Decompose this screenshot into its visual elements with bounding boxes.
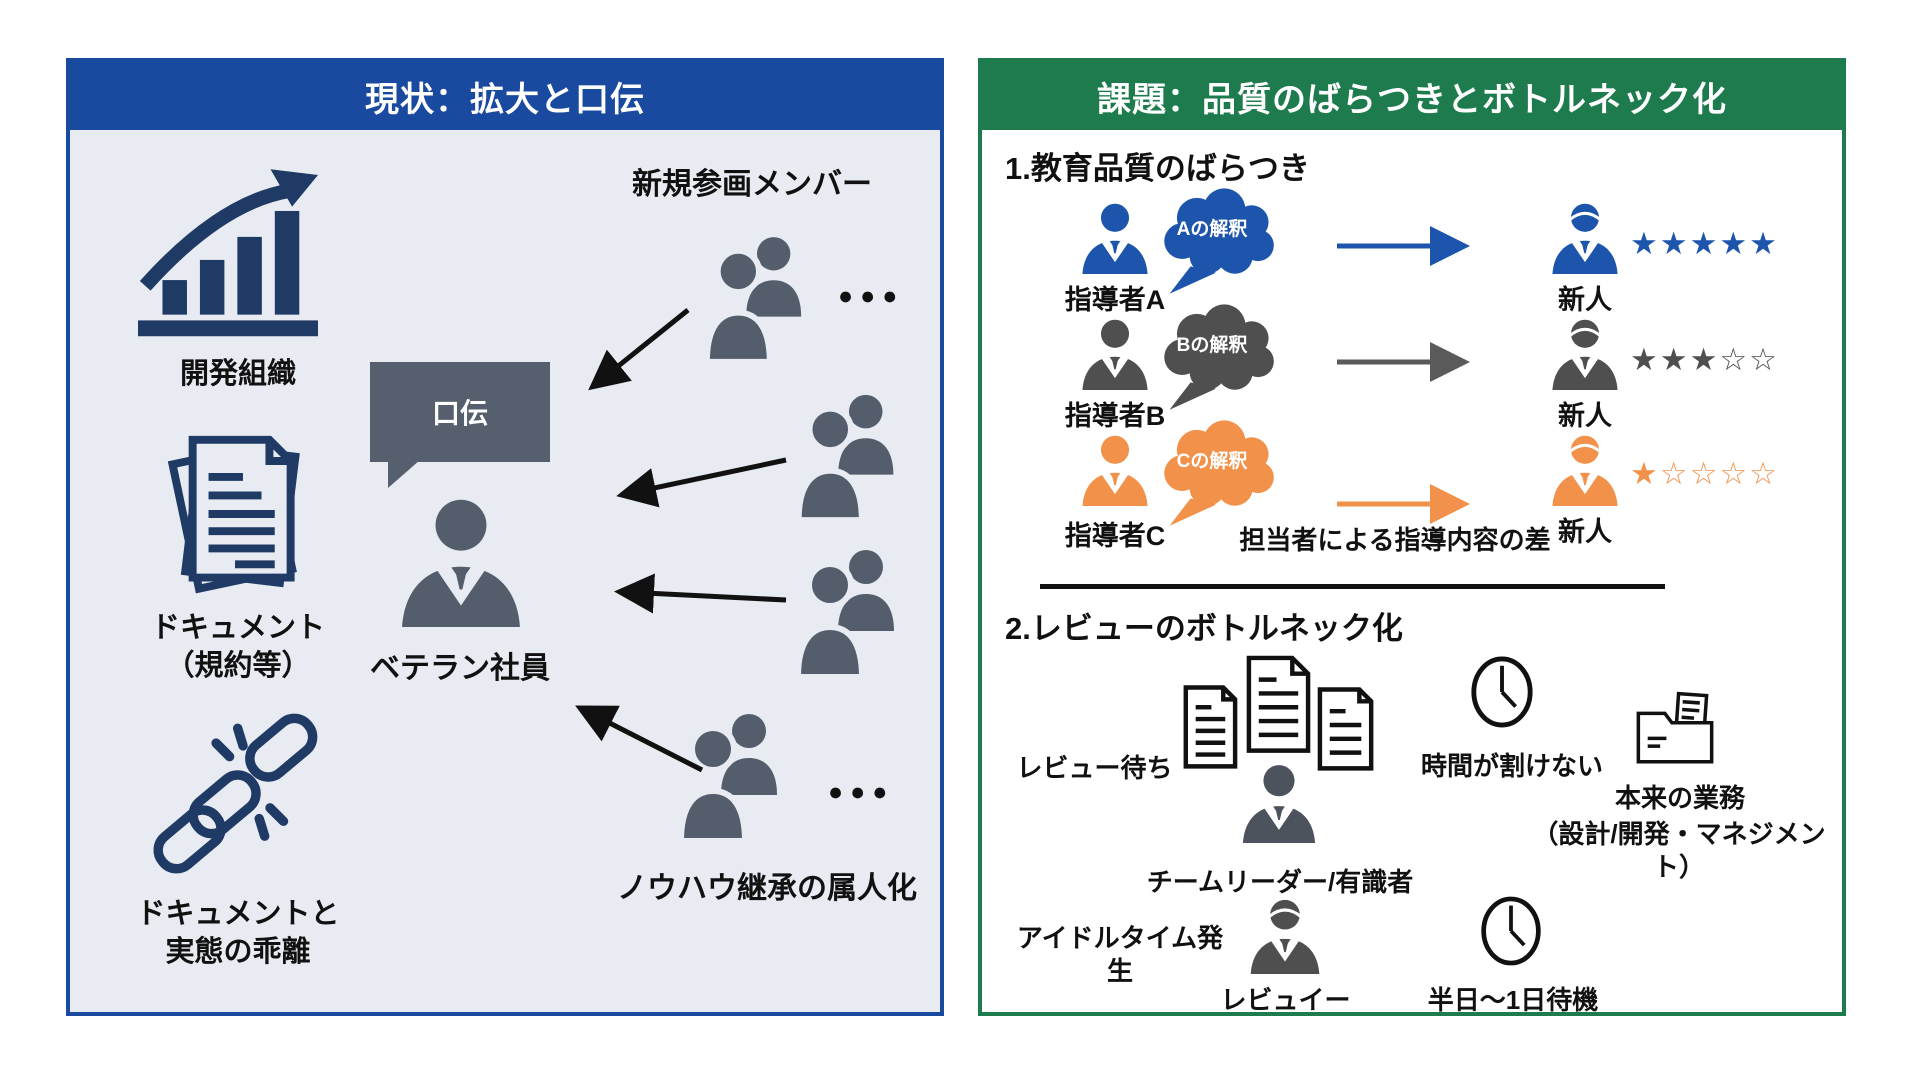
review-wait-label: レビュー待ち <box>1016 753 1173 783</box>
oral-tradition-label: 口伝 <box>431 398 488 429</box>
broken-chain-icon <box>146 700 328 882</box>
clock-icon-no-time <box>1468 650 1536 734</box>
idle-time-label: アイドルタイム発生 <box>1016 923 1224 986</box>
novice-b-icon <box>1548 312 1622 394</box>
novice-c-icon <box>1548 428 1622 510</box>
novice-c-label: 新人 <box>1558 517 1612 547</box>
folder-document-icon <box>1632 690 1718 768</box>
reviewee-icon <box>1246 886 1324 984</box>
wait-time-label: 半日〜1日待機 <box>1427 985 1599 1015</box>
growth-chart-icon <box>128 162 328 342</box>
team-leader-icon <box>1238 750 1320 854</box>
instructor-a-icon <box>1078 196 1152 278</box>
instructor-c-icon <box>1078 428 1152 510</box>
rating-stars-a: ★★★★★ <box>1630 226 1779 261</box>
oral-tradition-bubble-tail <box>388 460 420 488</box>
knowhow-label: ノウハウ継承の属人化 <box>617 872 917 905</box>
clock-icon-wait <box>1478 890 1544 972</box>
no-time-label: 時間が割けない <box>1420 751 1603 781</box>
document-label-line1: ドキュメント <box>150 612 325 644</box>
instruction-gap-note: 担当者による指導内容の差 <box>1239 525 1551 555</box>
novice-a-icon <box>1548 196 1622 278</box>
main-work-note: （設計/開発・マネジメント） <box>1532 819 1826 882</box>
rating-stars-c: ★☆☆☆☆ <box>1630 456 1779 491</box>
reviewee-label: レビュイー <box>1220 985 1351 1015</box>
veteran-person-icon <box>394 490 528 630</box>
instructor-b-icon <box>1078 312 1152 394</box>
document-stack-icon <box>146 416 328 608</box>
doc-gap-label-line1: ドキュメントと <box>136 898 340 930</box>
instructor-a-label: 指導者A <box>1064 285 1166 315</box>
dev-org-label: 開発組織 <box>179 358 296 390</box>
section1-heading: 1.教育品質のばらつき <box>1005 151 1310 186</box>
interpretation-b-label: Bの解釈 <box>1176 335 1248 356</box>
section2-heading: 2.レビューのボトルネック化 <box>1005 611 1403 646</box>
doc-gap-label-line2: 実態の乖離 <box>165 936 311 968</box>
ellipsis-dots-top: ●●● <box>838 282 905 310</box>
rating-stars-b: ★★★☆☆ <box>1630 342 1779 377</box>
interpretation-a-cloud: Aの解釈 <box>1152 180 1284 298</box>
interpretation-c-label: Cの解釈 <box>1176 451 1248 472</box>
interpretation-b-cloud: Bの解釈 <box>1152 296 1284 414</box>
people-group-icon-3 <box>793 538 903 680</box>
issues-panel-title: 課題：品質のばらつきとボトルネック化 <box>982 62 1842 130</box>
interpretation-c-cloud: Cの解釈 <box>1152 412 1284 530</box>
people-group-icon-2 <box>793 384 903 522</box>
main-work-label: 本来の業務 <box>1614 783 1745 813</box>
novice-a-label: 新人 <box>1558 285 1612 315</box>
interpretation-a-label: Aの解釈 <box>1176 219 1248 240</box>
instructor-b-label: 指導者B <box>1064 401 1166 431</box>
section-divider <box>1040 584 1665 589</box>
team-leader-label: チームリーダー/有識者 <box>1146 867 1414 897</box>
ellipsis-dots-bottom: ●●● <box>828 778 895 806</box>
novice-b-label: 新人 <box>1558 401 1612 431</box>
people-group-icon-1 <box>702 226 810 364</box>
veteran-label: ベテラン社員 <box>370 652 550 685</box>
oral-tradition-bubble: 口伝 <box>370 362 550 462</box>
document-label-line2: （規約等） <box>165 650 311 682</box>
instructor-c-label: 指導者C <box>1064 521 1166 551</box>
issues-panel: 課題：品質のばらつきとボトルネック化 <box>978 58 1846 1016</box>
current-state-panel-title: 現状：拡大と口伝 <box>70 62 940 130</box>
newcomers-label: 新規参画メンバー <box>632 168 872 201</box>
people-group-icon-4 <box>676 702 786 844</box>
